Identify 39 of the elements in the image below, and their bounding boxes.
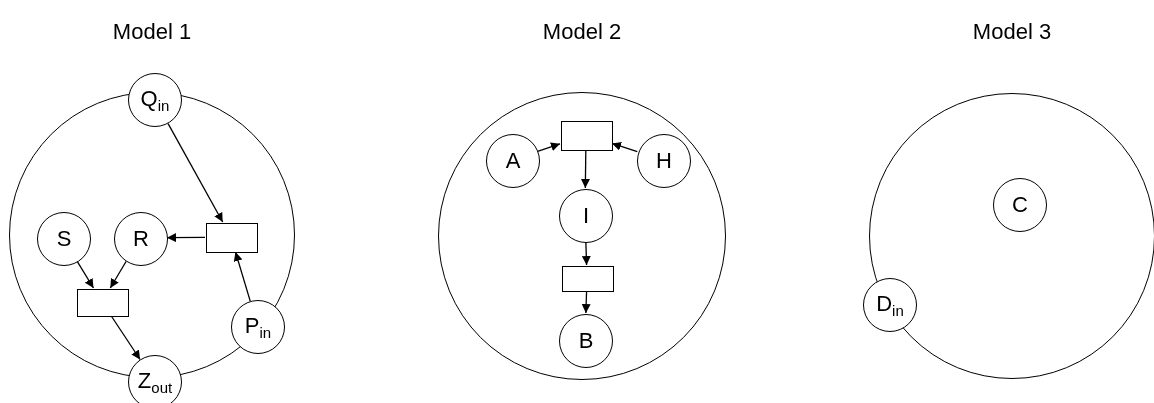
arrow: [110, 315, 141, 361]
state-circle: [993, 178, 1047, 232]
model-title: Model 1: [112, 19, 192, 45]
node-label: C: [1012, 194, 1028, 216]
node-label: Q$_{in}$: [140, 87, 170, 113]
state-circle: [486, 134, 540, 188]
arrow: [167, 122, 224, 223]
arrow: [166, 233, 206, 243]
arrow: [233, 251, 251, 302]
state-circle: [128, 355, 182, 403]
state-circle: [559, 314, 613, 368]
node-label: A: [505, 150, 521, 172]
node-label: B: [578, 330, 594, 352]
model-title: Model 2: [542, 19, 622, 45]
arrow: [76, 260, 95, 289]
node-label: Z$_{out}$: [137, 369, 173, 395]
state-circle: [37, 212, 91, 266]
state-circle: [863, 278, 917, 332]
node-label: P$_{in}$: [244, 314, 272, 340]
node-label: S: [56, 228, 72, 250]
state-circle: [114, 212, 168, 266]
arrow: [581, 241, 591, 266]
process-box: [561, 121, 613, 151]
process-box: [206, 223, 258, 253]
state-circle: [559, 189, 613, 243]
node-label: R: [133, 228, 149, 250]
arrow: [611, 141, 638, 153]
process-box: [562, 266, 614, 292]
node-label: I: [582, 205, 590, 227]
model-title: Model 3: [972, 19, 1052, 45]
node-label: H: [656, 150, 672, 172]
state-circle: [637, 134, 691, 188]
arrow: [581, 290, 591, 314]
arrow: [580, 149, 590, 189]
arrow: [536, 142, 561, 152]
node-label: D$_{in}$: [876, 292, 904, 318]
state-circle: [128, 73, 182, 127]
arrow: [109, 260, 127, 289]
process-box: [77, 289, 129, 317]
